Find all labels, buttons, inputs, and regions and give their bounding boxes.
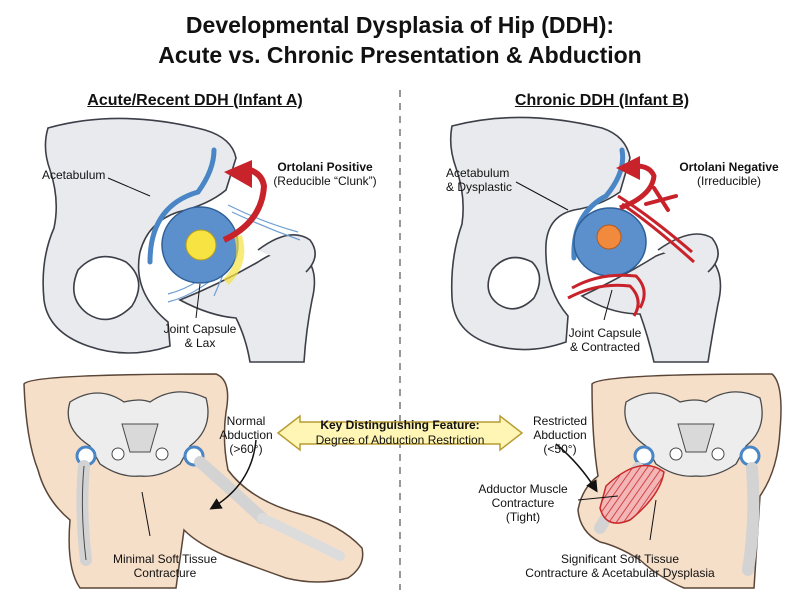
normal-abduction-arrow — [209, 439, 257, 510]
significant-soft-tissue-line-2: Contracture & Acetabular Dysplasia — [525, 566, 715, 580]
restricted-abduction-arrow — [555, 443, 598, 493]
normal-abduction-label: Normal Abduction (>60°) — [206, 414, 286, 456]
adductor-line-2: Contracture — [491, 496, 555, 510]
acute-femur-bone — [178, 249, 316, 363]
acute-abducted-femur — [194, 456, 268, 524]
acute-acetabulum-cup — [147, 147, 217, 265]
ortolani-negative-subtitle: (Irreducible) — [696, 174, 762, 188]
key-feature-subtitle: Degree of Abduction Restriction — [315, 433, 485, 447]
chronic-capsule-line-2: & Contracted — [569, 340, 641, 354]
restricted-abduction-label: Restricted Abduction (<50°) — [520, 414, 600, 456]
chronic-acetabulum-line-1: Acetabulum — [446, 166, 510, 180]
ortolani-negative-arrow — [619, 163, 657, 211]
chronic-head-core — [596, 224, 622, 250]
acute-acetabulum-label: Acetabulum — [42, 168, 106, 182]
chronic-capsule-label: Joint Capsule & Contracted — [540, 326, 670, 354]
minimal-soft-tissue-line-1: Minimal Soft Tissue — [112, 552, 218, 566]
chronic-obturator-foramen — [487, 256, 541, 310]
restricted-abduction-line-3: (<50°) — [543, 442, 577, 456]
acute-capsule-line-1: Joint Capsule — [163, 322, 237, 336]
acute-heading: Acute/Recent DDH (Infant A) — [87, 92, 303, 109]
chronic-hip-illustration — [449, 116, 722, 363]
restricted-abduction-line-2: Abduction — [533, 428, 587, 442]
acute-capsule-line-2: & Lax — [184, 336, 216, 350]
ortolani-positive-subtitle: (Reducible “Clunk”) — [273, 174, 377, 188]
chronic-capsule-line-1: Joint Capsule — [568, 326, 642, 340]
ortolani-positive-arrow — [222, 167, 268, 243]
key-feature-box: Key Distinguishing Feature: Degree of Ab… — [302, 416, 498, 450]
acute-obturator-foramen — [72, 255, 140, 321]
restricted-abduction-line-1: Restricted — [532, 414, 588, 428]
normal-abduction-line-2: Abduction — [219, 428, 273, 442]
ortolani-negative-title: Ortolani Negative — [679, 160, 779, 174]
ortolani-positive-label: Ortolani Positive (Reducible “Clunk”) — [260, 160, 390, 188]
chronic-acetabulum-label: Acetabulum & Dysplastic — [446, 166, 512, 194]
significant-soft-tissue-label: Significant Soft Tissue Contracture & Ac… — [500, 552, 740, 580]
ortolani-negative-block-mark — [644, 186, 678, 212]
acute-hip-illustration — [42, 117, 316, 363]
chronic-joint-capsule — [567, 194, 696, 317]
adductor-line-1: Adductor Muscle — [478, 482, 568, 496]
minimal-soft-tissue-label: Minimal Soft Tissue Contracture — [90, 552, 240, 580]
ortolani-negative-label: Ortolani Negative (Irreducible) — [668, 160, 790, 188]
page-title: Developmental Dysplasia of Hip (DDH): Ac… — [0, 10, 800, 70]
significant-soft-tissue-line-1: Significant Soft Tissue — [560, 552, 680, 566]
chronic-femur-bone — [580, 248, 722, 363]
title-line-1: Developmental Dysplasia of Hip (DDH): — [185, 12, 615, 38]
chronic-abduction-illustration — [555, 373, 782, 589]
title-line-2: Acute vs. Chronic Presentation & Abducti… — [158, 42, 642, 68]
adductor-muscle-label: Adductor Muscle Contracture (Tight) — [468, 482, 578, 524]
normal-abduction-line-1: Normal — [226, 414, 266, 428]
adductor-line-3: (Tight) — [505, 510, 541, 524]
minimal-soft-tissue-line-2: Contracture — [133, 566, 197, 580]
key-feature-title: Key Distinguishing Feature: — [320, 418, 480, 432]
acute-head-core — [185, 229, 217, 261]
acute-abduction-illustration — [23, 373, 364, 589]
normal-abduction-line-3: (>60°) — [229, 442, 263, 456]
chronic-acetabulum-line-2: & Dysplastic — [446, 180, 513, 194]
acute-capsule-label: Joint Capsule & Lax — [140, 322, 260, 350]
adductor-muscle — [599, 464, 665, 524]
chronic-heading: Chronic DDH (Infant B) — [514, 92, 690, 109]
ortolani-positive-title: Ortolani Positive — [277, 160, 373, 174]
key-feature-double-arrow — [276, 414, 524, 452]
